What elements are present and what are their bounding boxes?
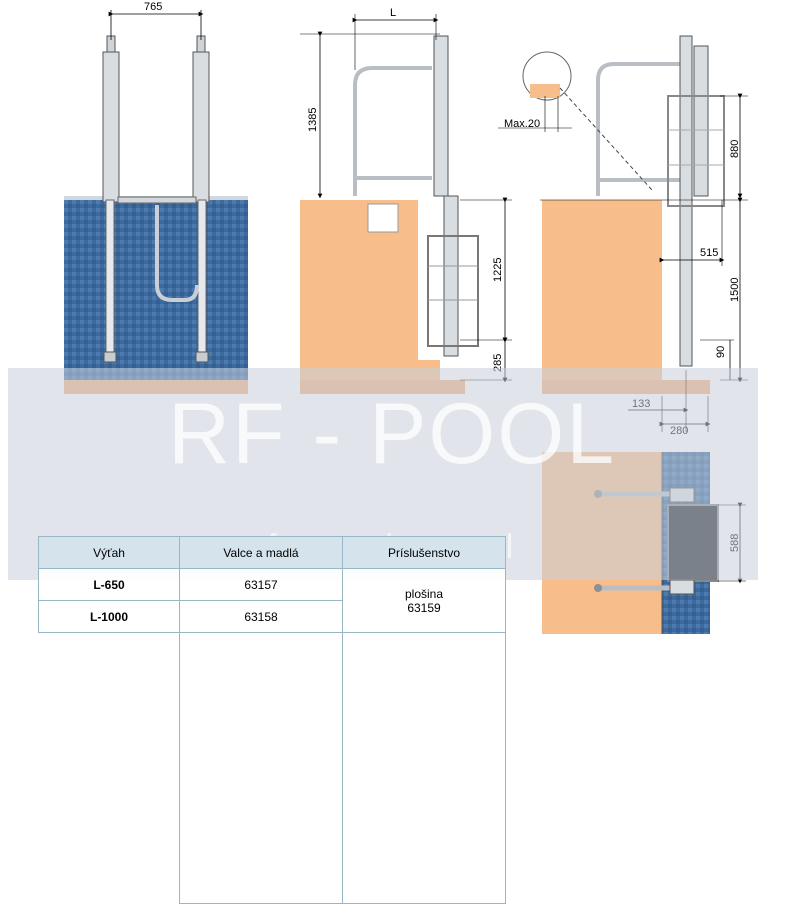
table-row: L-650 63157 plošina 63159 xyxy=(38,568,506,633)
model-cell: L-1000 xyxy=(38,600,180,633)
dim-L: L xyxy=(390,7,396,19)
image-row xyxy=(39,632,506,904)
table-header-row: Výťah Valce a madlá Príslušenstvo xyxy=(38,536,506,569)
dim-1500: 1500 xyxy=(729,278,741,302)
header-cylinders: Valce a madlá xyxy=(179,536,343,569)
header-accessories: Príslušenstvo xyxy=(342,536,506,569)
dim-515: 515 xyxy=(700,247,718,259)
product-table: Výťah Valce a madlá Príslušenstvo L-650 … xyxy=(38,536,506,904)
watermark-title: RF - POOL xyxy=(168,386,617,482)
dim-1385: 1385 xyxy=(307,108,319,132)
dim-90: 90 xyxy=(715,346,727,358)
code-cell: 63158 xyxy=(179,600,343,633)
dim-880: 880 xyxy=(729,140,741,158)
code-cell: 63157 xyxy=(179,568,343,601)
table-row: L-1000 63158 xyxy=(38,600,506,633)
header-lift: Výťah xyxy=(38,536,180,569)
side-view xyxy=(300,14,512,394)
dim-765: 765 xyxy=(144,1,162,13)
accessory-name: plošina xyxy=(404,586,444,601)
front-view xyxy=(64,10,248,394)
lift-image-cell xyxy=(179,632,343,904)
dim-285: 285 xyxy=(492,354,504,372)
platform-image-cell xyxy=(342,632,506,904)
dim-max20: Max.20 xyxy=(504,118,540,130)
dim-1225: 1225 xyxy=(492,258,504,282)
accessory-cell: plošina 63159 xyxy=(342,568,506,633)
accessory-code: 63159 xyxy=(407,600,441,615)
model-cell: L-650 xyxy=(38,568,180,601)
